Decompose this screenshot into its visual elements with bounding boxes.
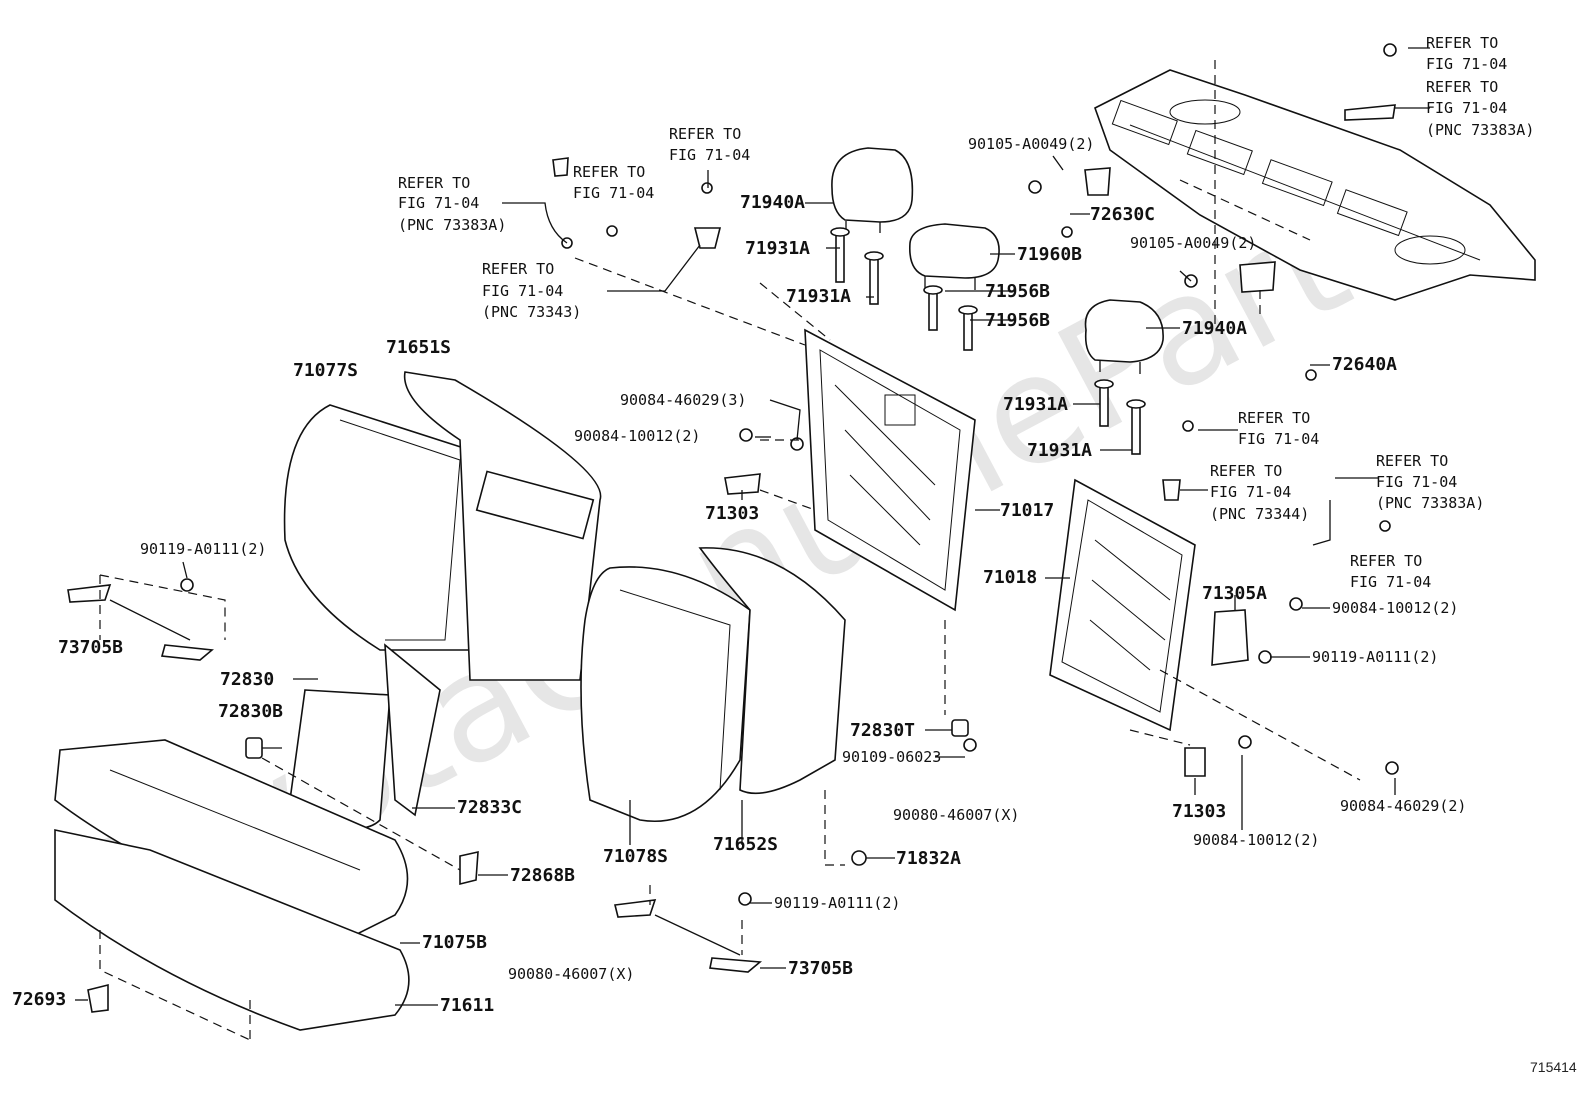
fastener-clips (87, 43, 1399, 1013)
part-label-71651S: 71651S (386, 337, 451, 358)
part-label-71078S: 71078S (603, 846, 668, 867)
part-label-90084-10012: 90084-10012(2) (1193, 831, 1319, 849)
fig-ref-text: FIG 71-04 (1376, 473, 1457, 491)
seatback-71652S (698, 547, 846, 795)
fig-ref-text: FIG 71-04 (573, 184, 654, 202)
part-label-71303: 71303 (705, 503, 759, 524)
part-label-90105-A0049: 90105-A0049(2) (968, 135, 1094, 153)
headrest-71960B (908, 223, 1000, 290)
fig-ref-text: FIG 71-04 (1426, 99, 1507, 117)
part-label-90119-A0111: 90119-A0111(2) (1312, 648, 1438, 666)
part-label-71940A: 71940A (740, 192, 805, 213)
part-label-90105-A0049: 90105-A0049(2) (1130, 234, 1256, 252)
fig-ref-text: FIG 71-04 (1350, 573, 1431, 591)
part-label-71075B: 71075B (422, 932, 487, 953)
part-label-90084-10012: 90084-10012(2) (574, 427, 700, 445)
refer-callout-right3: REFER TO FIG 71-04 (PNC 73383A) (1376, 452, 1484, 512)
part-label-71303: 71303 (1172, 801, 1226, 822)
part-label-71956B: 71956B (985, 310, 1050, 331)
part-label-71931A: 71931A (1027, 440, 1092, 461)
pnc-ref-text: (PNC 73383A) (398, 216, 506, 234)
part-label-71077S: 71077S (293, 360, 358, 381)
package-tray (1094, 69, 1536, 301)
part-label-90109-06023: 90109-06023 (842, 748, 941, 766)
pnc-ref-text: (PNC 73343) (482, 303, 581, 321)
dashed-guides (99, 60, 1361, 1041)
refer-callout-right4: REFER TO FIG 71-04 (1350, 552, 1431, 591)
part-label-90080-46007: 90080-46007(X) (508, 965, 634, 983)
refer-to-text: REFER TO (1238, 409, 1310, 427)
refer-to-text: REFER TO (1426, 34, 1498, 52)
part-label-90084-46029: 90084-46029(3) (620, 391, 746, 409)
pnc-ref-text: (PNC 73383A) (1376, 494, 1484, 512)
refer-to-text: REFER TO (1210, 462, 1282, 480)
headrest-71940A-right (1084, 299, 1164, 374)
part-label-90084-10012: 90084-10012(2) (1332, 599, 1458, 617)
refer-callout-topleft2: REFER TO FIG 71-04 (573, 163, 654, 202)
part-label-72693: 72693 (12, 989, 66, 1010)
headrest-71940A-left (831, 147, 914, 233)
part-label-72830: 72830 (220, 669, 274, 690)
seatback-frame-71018 (1049, 478, 1196, 732)
part-label-71652S: 71652S (713, 834, 778, 855)
part-label-71940A: 71940A (1182, 318, 1247, 339)
part-label-72640A: 72640A (1332, 354, 1397, 375)
refer-to-text: REFER TO (669, 125, 741, 143)
refer-callout-topleft: REFER TO FIG 71-04 (PNC 73383A) (398, 174, 506, 234)
refer-callout-midleft: REFER TO FIG 71-04 (PNC 73343) (482, 260, 581, 321)
part-label-71931A: 71931A (786, 286, 851, 307)
seatback-71078S (580, 566, 751, 822)
refer-to-text: REFER TO (1350, 552, 1422, 570)
part-label-71931A: 71931A (745, 238, 810, 259)
part-label-71931A: 71931A (1003, 394, 1068, 415)
part-label-72630C: 72630C (1090, 204, 1155, 225)
fig-ref-text: FIG 71-04 (1238, 430, 1319, 448)
part-label-71960B: 71960B (1017, 244, 1082, 265)
seat-cushion-71611 (54, 829, 410, 1031)
part-label-90084-46029: 90084-46029(2) (1340, 797, 1466, 815)
part-label-72830T: 72830T (850, 720, 915, 741)
part-label-90119-A0111: 90119-A0111(2) (140, 540, 266, 558)
bracket-72833C (384, 643, 441, 817)
pnc-ref-text: (PNC 73383A) (1426, 121, 1534, 139)
part-label-72830B: 72830B (218, 701, 283, 722)
refer-to-text: REFER TO (482, 260, 554, 278)
refer-callout-topmid: REFER TO FIG 71-04 (669, 125, 750, 164)
part-label-71018: 71018 (983, 567, 1037, 588)
part-label-72833C: 72833C (457, 797, 522, 818)
fig-ref-text: FIG 71-04 (1210, 483, 1291, 501)
refer-to-text: REFER TO (573, 163, 645, 181)
part-label-73705B: 73705B (58, 637, 123, 658)
part-label-73705B: 73705B (788, 958, 853, 979)
fig-ref-text: FIG 71-04 (482, 282, 563, 300)
part-number-labels: 71940A 71931A 71931A 71960B 71956B 71956… (12, 135, 1466, 1016)
part-label-71956B: 71956B (985, 281, 1050, 302)
hinge-73705B-center (614, 899, 763, 973)
refer-callout-topright1: REFER TO FIG 71-04 (1426, 34, 1507, 73)
leader-lines (75, 47, 1430, 1006)
refer-callout-topright2: REFER TO FIG 71-04 (PNC 73383A) (1426, 78, 1534, 139)
refer-callout-right1: REFER TO FIG 71-04 (1238, 409, 1319, 448)
refer-to-text: REFER TO (1376, 452, 1448, 470)
part-label-71305A: 71305A (1202, 583, 1267, 604)
part-label-90119-A0111: 90119-A0111(2) (774, 894, 900, 912)
headrest-guides (830, 227, 1146, 455)
part-label-72868B: 72868B (510, 865, 575, 886)
refer-to-text: REFER TO (1426, 78, 1498, 96)
pnc-ref-text: (PNC 73344) (1210, 505, 1309, 523)
part-label-71611: 71611 (440, 995, 494, 1016)
fig-ref-text: FIG 71-04 (669, 146, 750, 164)
part-label-71017: 71017 (1000, 500, 1054, 521)
fig-ref-text: FIG 71-04 (1426, 55, 1507, 73)
seatback-frame-71017 (804, 328, 976, 612)
part-label-71832A: 71832A (896, 848, 961, 869)
refer-to-text: REFER TO (398, 174, 470, 192)
seatback-71651S (403, 371, 602, 681)
part-label-90080-46007: 90080-46007(X) (893, 806, 1019, 824)
refer-callout-right2: REFER TO FIG 71-04 (PNC 73344) (1210, 462, 1309, 523)
figure-id: 715414 (1530, 1059, 1577, 1075)
fig-ref-text: FIG 71-04 (398, 194, 479, 212)
